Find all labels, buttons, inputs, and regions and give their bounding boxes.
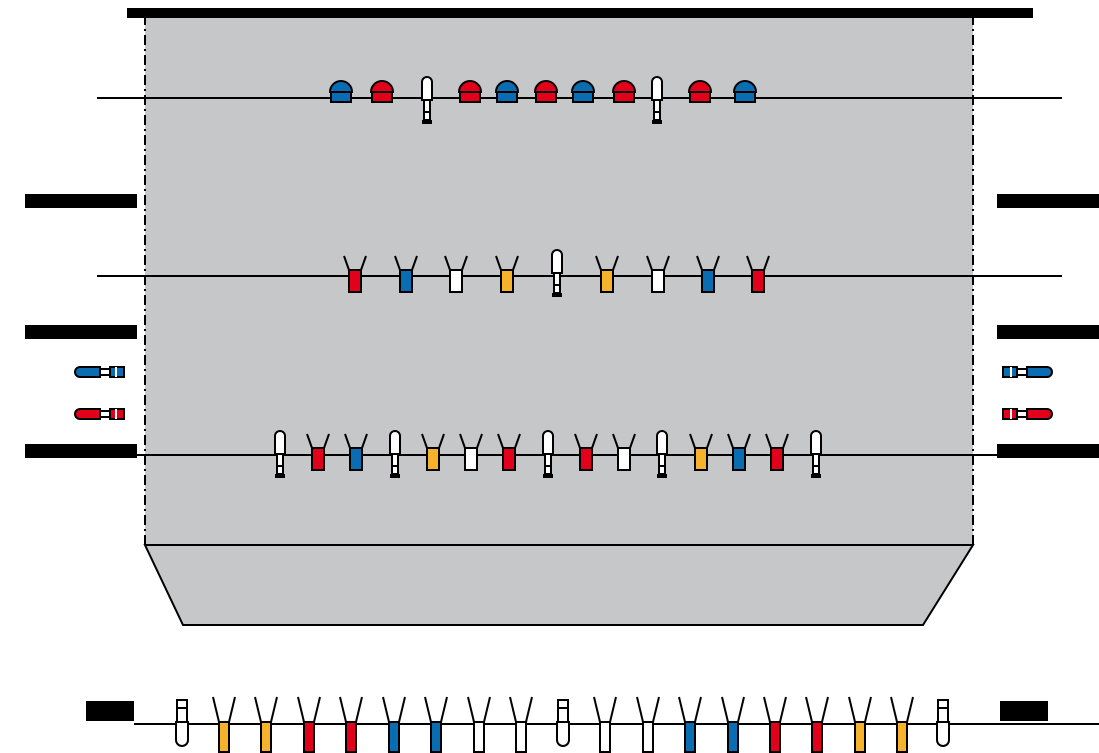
right-bar-2: [997, 325, 1099, 339]
plug-connector-tall: [175, 699, 189, 747]
fork-connector-tall: [636, 696, 660, 753]
plug-connector: [810, 430, 822, 478]
dome-connector: [687, 80, 713, 103]
fork-connector: [574, 433, 598, 471]
fork-connector-tall: [890, 696, 914, 753]
fork-connector-tall: [297, 696, 321, 753]
components-layer: [74, 76, 1053, 753]
fork-connector: [444, 255, 468, 293]
fork-connector: [343, 255, 367, 293]
fork-connector: [696, 255, 720, 293]
bottom-right-block: [1000, 701, 1048, 721]
plug-connector: [389, 430, 401, 478]
fork-connector-tall: [805, 696, 829, 753]
side-connector: [74, 408, 125, 420]
fork-connector-tall: [254, 696, 278, 753]
dome-connector: [494, 80, 520, 103]
dome-connector: [533, 80, 559, 103]
plug-connector-tall: [556, 699, 570, 747]
plug-connector: [421, 76, 433, 124]
plug-connector: [551, 249, 563, 297]
right-bar-3: [997, 444, 1099, 458]
fork-connector-tall: [848, 696, 872, 753]
fork-connector: [727, 433, 751, 471]
side-connector: [74, 366, 125, 378]
fork-connector-tall: [339, 696, 363, 753]
fork-connector: [765, 433, 789, 471]
tray-bottom-hopper: [143, 544, 975, 626]
plug-connector-tall: [936, 699, 950, 747]
right-bar-1: [997, 194, 1099, 208]
fork-connector-tall: [763, 696, 787, 753]
fork-connector: [495, 255, 519, 293]
side-connector: [1002, 366, 1053, 378]
plug-connector: [542, 430, 554, 478]
fork-connector-tall: [721, 696, 745, 753]
dome-connector: [732, 80, 758, 103]
dome-connector: [369, 80, 395, 103]
side-connector: [1002, 408, 1053, 420]
fork-connector: [306, 433, 330, 471]
plug-connector: [656, 430, 668, 478]
fork-connector: [421, 433, 445, 471]
left-bar-3: [25, 444, 137, 458]
plug-connector: [651, 76, 663, 124]
dome-connector: [457, 80, 483, 103]
fork-connector-tall: [509, 696, 533, 753]
plug-connector: [274, 430, 286, 478]
fork-connector-tall: [678, 696, 702, 753]
dome-connector: [570, 80, 596, 103]
fork-connector: [394, 255, 418, 293]
fork-connector: [344, 433, 368, 471]
fork-connector-tall: [382, 696, 406, 753]
fork-connector: [459, 433, 483, 471]
fork-connector-tall: [593, 696, 617, 753]
dome-connector: [611, 80, 637, 103]
fork-connector-tall: [212, 696, 236, 753]
fork-connector: [689, 433, 713, 471]
fork-connector: [612, 433, 636, 471]
left-bar-1: [25, 194, 137, 208]
fork-connector: [746, 255, 770, 293]
fork-connector-tall: [467, 696, 491, 753]
fork-connector: [595, 255, 619, 293]
fork-connector: [497, 433, 521, 471]
top-bar: [127, 8, 1033, 18]
fork-connector-tall: [424, 696, 448, 753]
left-bar-2: [25, 325, 137, 339]
fork-connector: [646, 255, 670, 293]
dome-connector: [328, 80, 354, 103]
bottom-left-block: [86, 701, 134, 721]
